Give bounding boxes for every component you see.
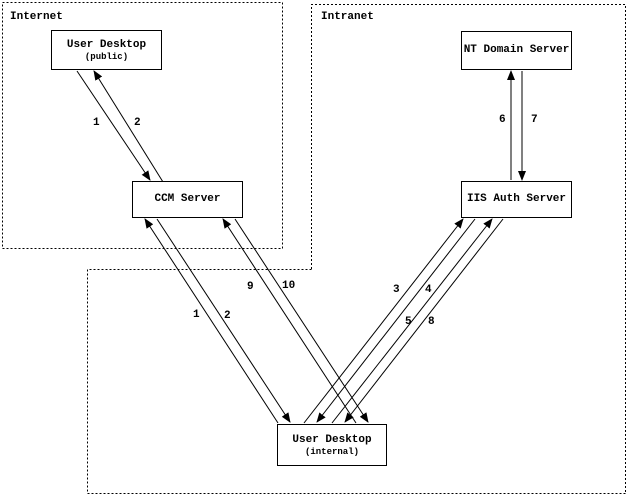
arrow-flow-2-ccm-to-internal xyxy=(156,218,291,423)
node-title: User Desktop xyxy=(66,38,147,51)
node-user-desktop-public: User Desktop (public) xyxy=(51,30,162,70)
flow-label-3: 3 xyxy=(393,284,400,296)
arrow-flow-5-internal-to-iis xyxy=(331,218,493,424)
flow-label-2b: 2 xyxy=(224,310,231,322)
node-user-desktop-internal: User Desktop (internal) xyxy=(277,424,387,466)
flow-label-8: 8 xyxy=(428,316,435,328)
node-ccm-server: CCM Server xyxy=(132,181,243,218)
node-nt-domain-server: NT Domain Server xyxy=(461,31,572,70)
node-title: IIS Auth Server xyxy=(466,193,567,205)
flow-label-1b: 1 xyxy=(193,309,200,321)
flow-label-2a: 2 xyxy=(134,117,141,129)
flow-label-4: 4 xyxy=(425,284,432,296)
node-iis-auth-server: IIS Auth Server xyxy=(461,181,572,218)
internal-region-border xyxy=(87,269,626,494)
arrow-flow-3-internal-to-iis xyxy=(303,218,464,424)
arrow-flow-1-public-to-ccm xyxy=(76,70,151,181)
internet-region-border xyxy=(2,2,283,249)
node-subtitle: (public) xyxy=(84,51,129,62)
flow-label-10: 10 xyxy=(282,280,296,292)
intranet-region-border xyxy=(311,4,626,494)
node-title: User Desktop xyxy=(292,433,372,446)
intranet-region-label: Intranet xyxy=(321,11,374,23)
arrow-flow-9-internal-to-ccm xyxy=(222,218,357,424)
node-subtitle: (internal) xyxy=(304,446,359,457)
internet-region-label: Internet xyxy=(10,11,63,23)
node-title: NT Domain Server xyxy=(463,44,570,56)
arrow-flow-10-ccm-to-internal xyxy=(234,218,369,423)
flow-label-6: 6 xyxy=(499,114,506,126)
node-title: CCM Server xyxy=(154,193,221,205)
flow-label-5: 5 xyxy=(405,316,412,328)
arrow-flow-8-iis-to-internal xyxy=(344,218,504,423)
flow-label-7: 7 xyxy=(531,114,538,126)
arrow-flow-1-internal-to-ccm xyxy=(144,218,279,424)
flow-label-9: 9 xyxy=(247,281,254,293)
arrow-flow-4-iis-to-internal xyxy=(316,218,476,423)
flow-label-1a: 1 xyxy=(93,117,100,129)
arrow-flow-2-ccm-to-public xyxy=(93,70,164,183)
